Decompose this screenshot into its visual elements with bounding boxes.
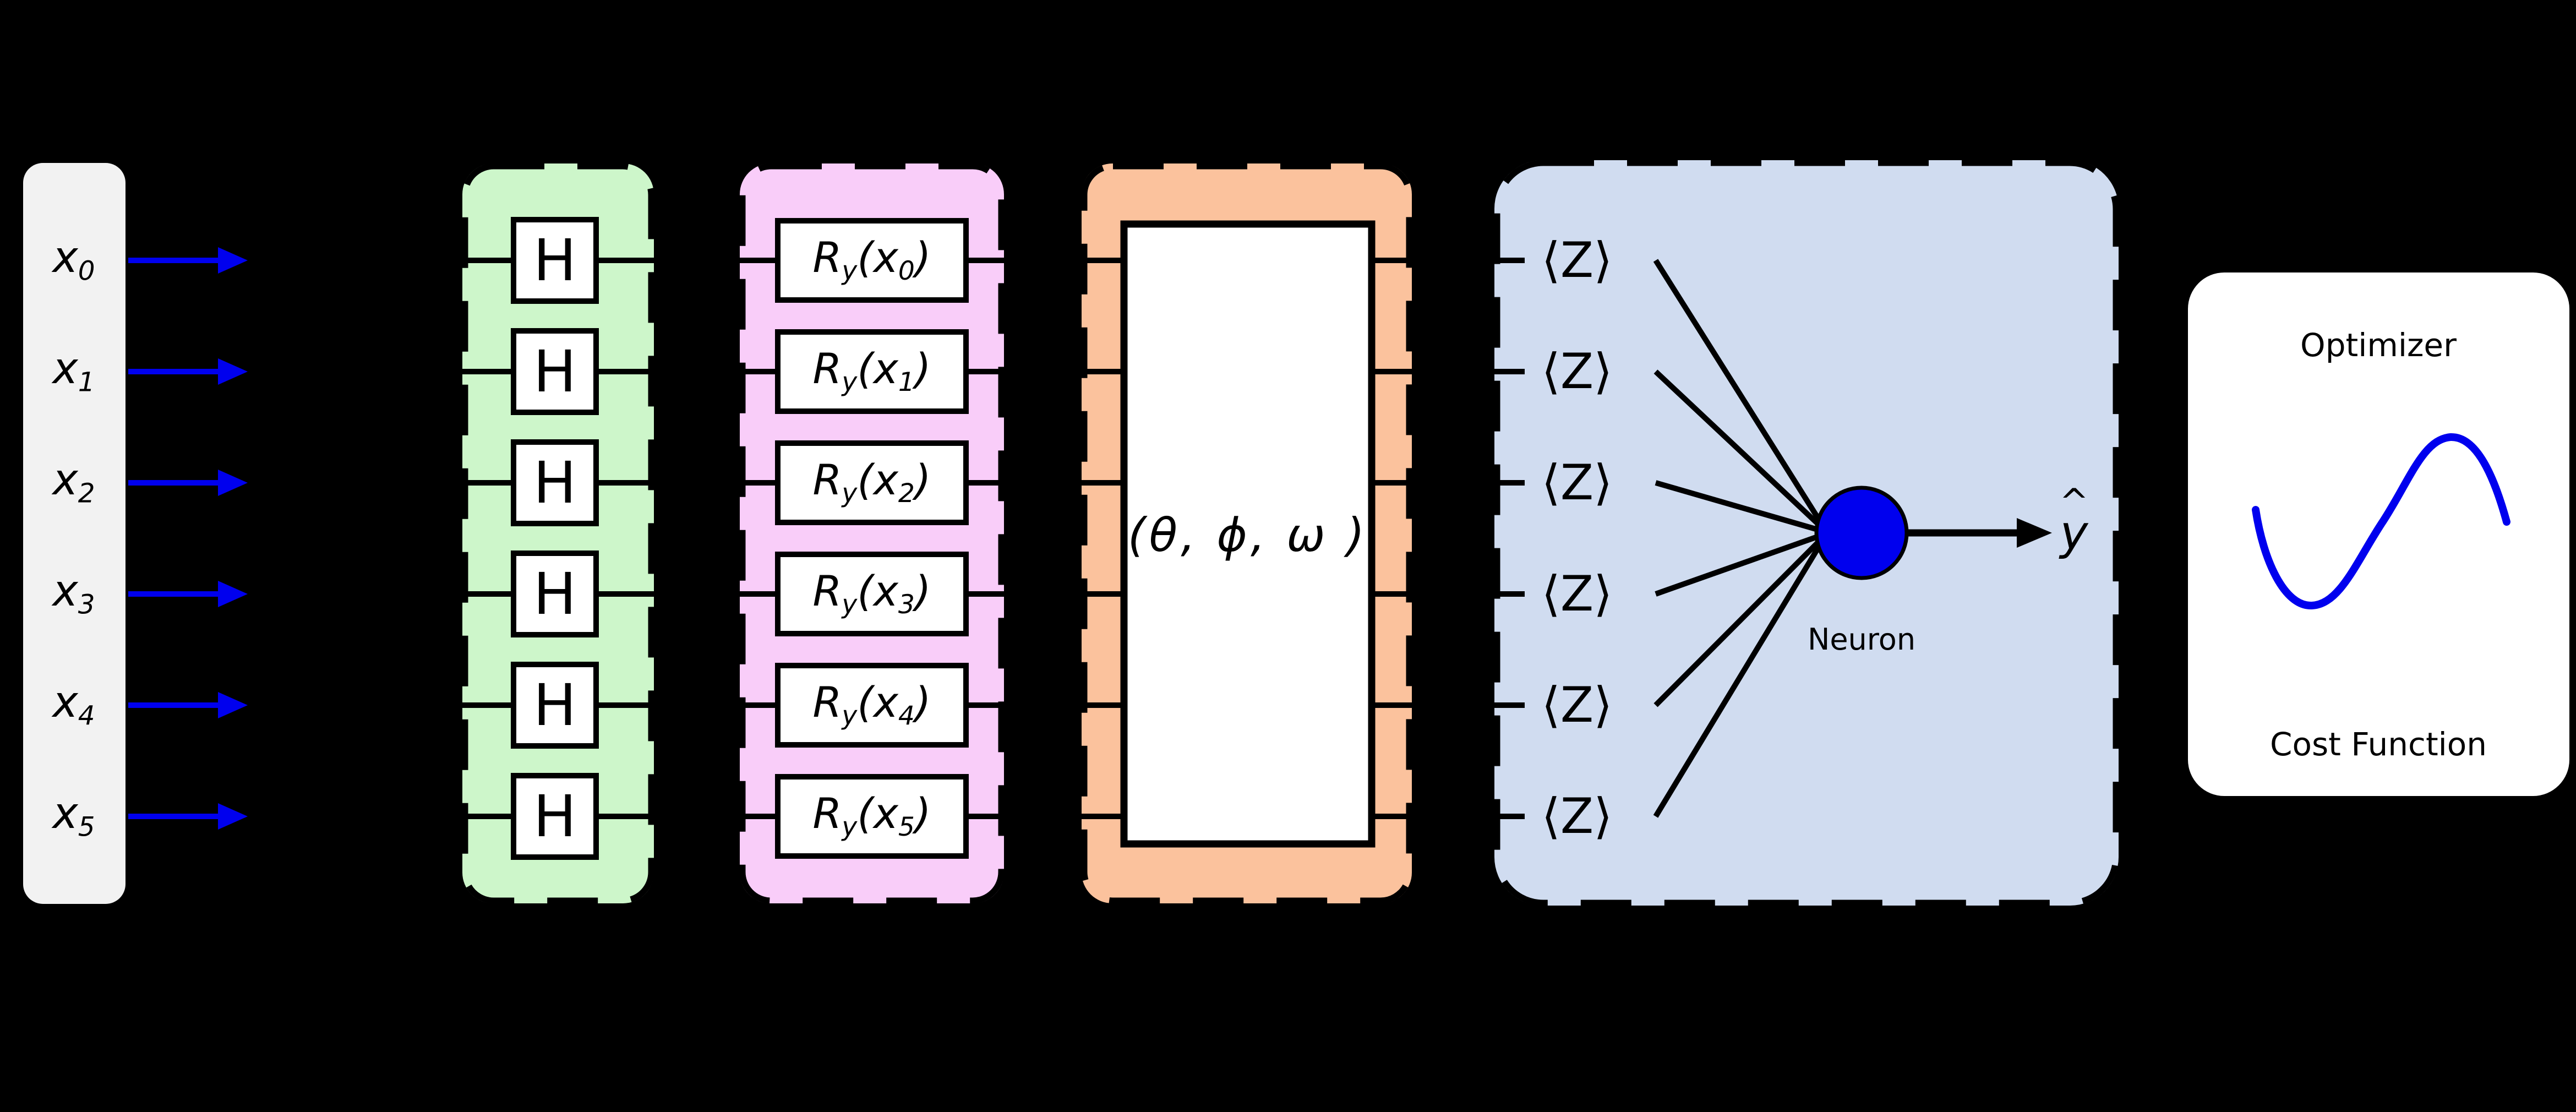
cost-function-caption: Cost Function xyxy=(2269,726,2487,763)
variational-params-label: (θ, ϕ, ω ) xyxy=(1127,508,1368,562)
hadamard-gates xyxy=(511,217,599,860)
h-gate-label: H xyxy=(533,338,577,405)
expectation-z-label: ⟨Z⟩ xyxy=(1541,677,1613,733)
input-arrows xyxy=(128,247,248,830)
input-arrow xyxy=(128,247,248,274)
input-label-x5: x5 xyxy=(52,789,95,843)
input-panel xyxy=(23,163,125,904)
output-y-hat: ^ y xyxy=(2059,482,2089,561)
expectation-z-label: ⟨Z⟩ xyxy=(1541,343,1613,400)
input-label-x4: x4 xyxy=(52,678,95,732)
h-gate-label: H xyxy=(533,672,577,739)
variational-block xyxy=(1120,220,1376,848)
input-arrow xyxy=(128,692,248,718)
state-prep-panel xyxy=(462,163,654,903)
neuron-label: Neuron xyxy=(1807,622,1916,657)
input-arrow xyxy=(128,470,248,496)
ry-gate-label: Ry(x4) xyxy=(812,677,931,731)
input-arrow xyxy=(128,581,248,607)
input-label-x2: x2 xyxy=(52,455,95,509)
h-gate-label: H xyxy=(533,783,577,850)
input-label-x1: x1 xyxy=(52,344,95,398)
ry-gate-label: Ry(x5) xyxy=(812,788,931,842)
h-gate-label: H xyxy=(533,227,577,294)
optimizer-title: Optimizer xyxy=(2300,326,2457,364)
ry-gate-label: Ry(x3) xyxy=(812,566,931,620)
h-gate-label: H xyxy=(533,449,577,516)
input-arrow xyxy=(128,358,248,385)
neuron-circle xyxy=(1814,486,1909,580)
fan-in-lines xyxy=(1653,259,1828,818)
ry-gate-label: Ry(x2) xyxy=(812,455,931,509)
input-arrow xyxy=(128,803,248,830)
h-gate-label: H xyxy=(533,560,577,628)
cost-function-curve xyxy=(2252,433,2510,610)
output-arrow xyxy=(1908,518,2052,548)
measurement-panel xyxy=(1494,160,2119,906)
input-label-x3: x3 xyxy=(52,566,95,620)
ry-gate-label: Ry(x1) xyxy=(812,344,931,397)
input-label-x0: x0 xyxy=(52,233,95,287)
expectation-z-label: ⟨Z⟩ xyxy=(1541,454,1613,511)
expectation-z-label: ⟨Z⟩ xyxy=(1541,565,1613,622)
ry-gates xyxy=(775,218,969,859)
expectation-z-label: ⟨Z⟩ xyxy=(1541,232,1613,288)
dashed-borders xyxy=(462,160,2119,906)
ry-gate-label: Ry(x0) xyxy=(812,232,931,286)
expectation-z-label: ⟨Z⟩ xyxy=(1541,788,1613,844)
